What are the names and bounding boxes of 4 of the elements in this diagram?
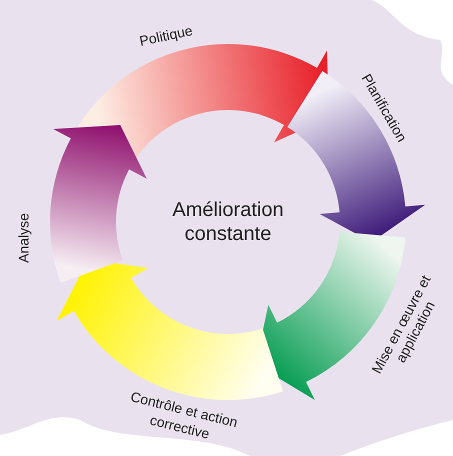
stage-label: Contrôle et action corrective	[128, 387, 240, 444]
center-title: Amélioration constante	[171, 198, 285, 246]
stage-label: Politique	[136, 21, 195, 51]
stage-label: Analyse	[14, 212, 32, 265]
